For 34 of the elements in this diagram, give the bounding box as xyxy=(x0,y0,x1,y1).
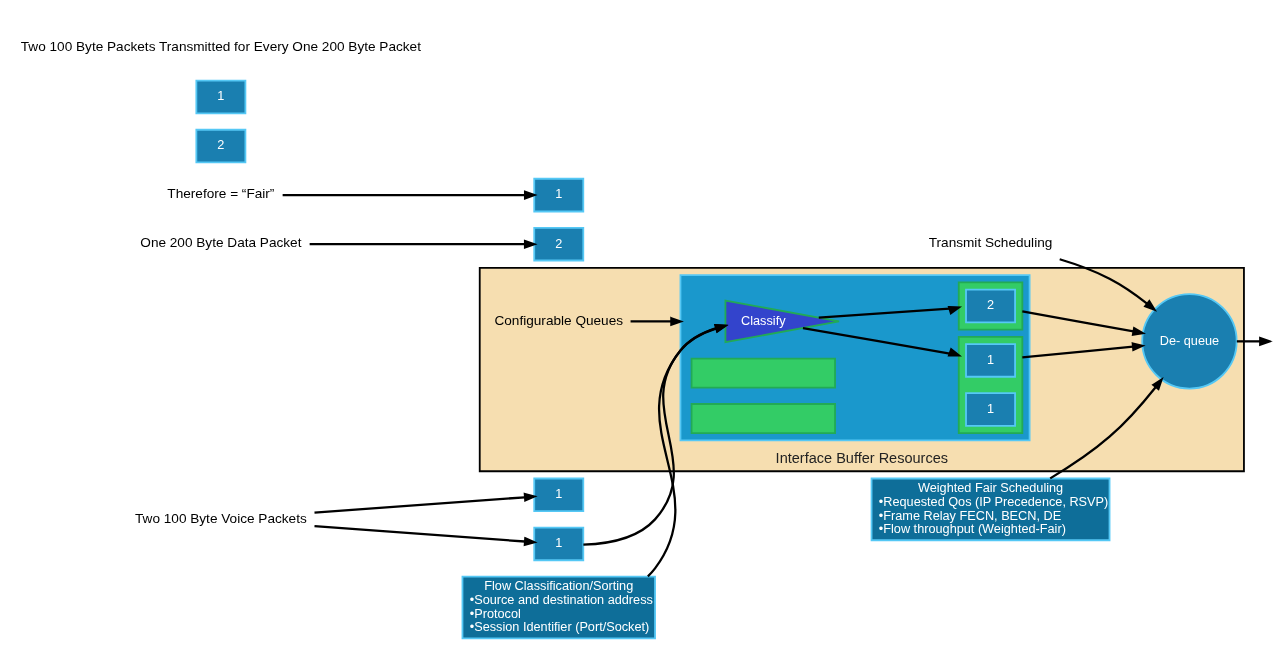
arrow xyxy=(630,316,684,326)
node-text: Therefore = “Fair” xyxy=(167,185,275,201)
node-box: 2 xyxy=(965,288,1016,323)
node-box: 1 xyxy=(195,79,247,114)
node-box: 1 xyxy=(965,391,1016,427)
arrow xyxy=(1022,309,1146,336)
node-text: One 200 Byte Data Packet xyxy=(140,234,302,250)
node-text: Transmit Scheduling xyxy=(928,234,1053,250)
cluster xyxy=(957,335,1024,434)
arrow xyxy=(314,492,538,514)
arrow xyxy=(802,326,962,357)
node-text: Two 100 Byte Voice Packets xyxy=(135,510,307,526)
arrow xyxy=(1236,336,1273,346)
arrow xyxy=(282,189,538,200)
node-bar xyxy=(690,357,836,389)
arrow xyxy=(314,524,538,546)
arrow xyxy=(818,305,963,319)
cluster xyxy=(679,273,1031,441)
arrow xyxy=(309,238,538,249)
node-box: 1 xyxy=(533,177,585,212)
node-box: 1 xyxy=(965,342,1016,378)
node-bar xyxy=(690,402,836,434)
node-box: 1 xyxy=(533,526,585,561)
cluster xyxy=(957,280,1024,330)
node-box: 1 xyxy=(533,477,585,512)
arrow xyxy=(1059,257,1158,312)
node-text: Configurable Queues xyxy=(494,312,624,328)
label: Two 100 Byte Packets Transmitted for Every One 200 Byte Packet xyxy=(20,38,421,54)
arrow xyxy=(1049,376,1164,479)
node-box: Flow Classification/Sorting •Source and destination address •Protocol •Session Identifier (Port/Socket) xyxy=(461,575,656,639)
node-box: 2 xyxy=(533,226,585,261)
arrow xyxy=(1022,341,1146,359)
node-box: Weighted Fair Scheduling •Requested Qos (IP Precedence, RSVP) •Frame Relay FECN, BECN, DE •Flow throughput (Weighted-Fair) xyxy=(870,477,1111,541)
node-box: 2 xyxy=(195,128,247,163)
